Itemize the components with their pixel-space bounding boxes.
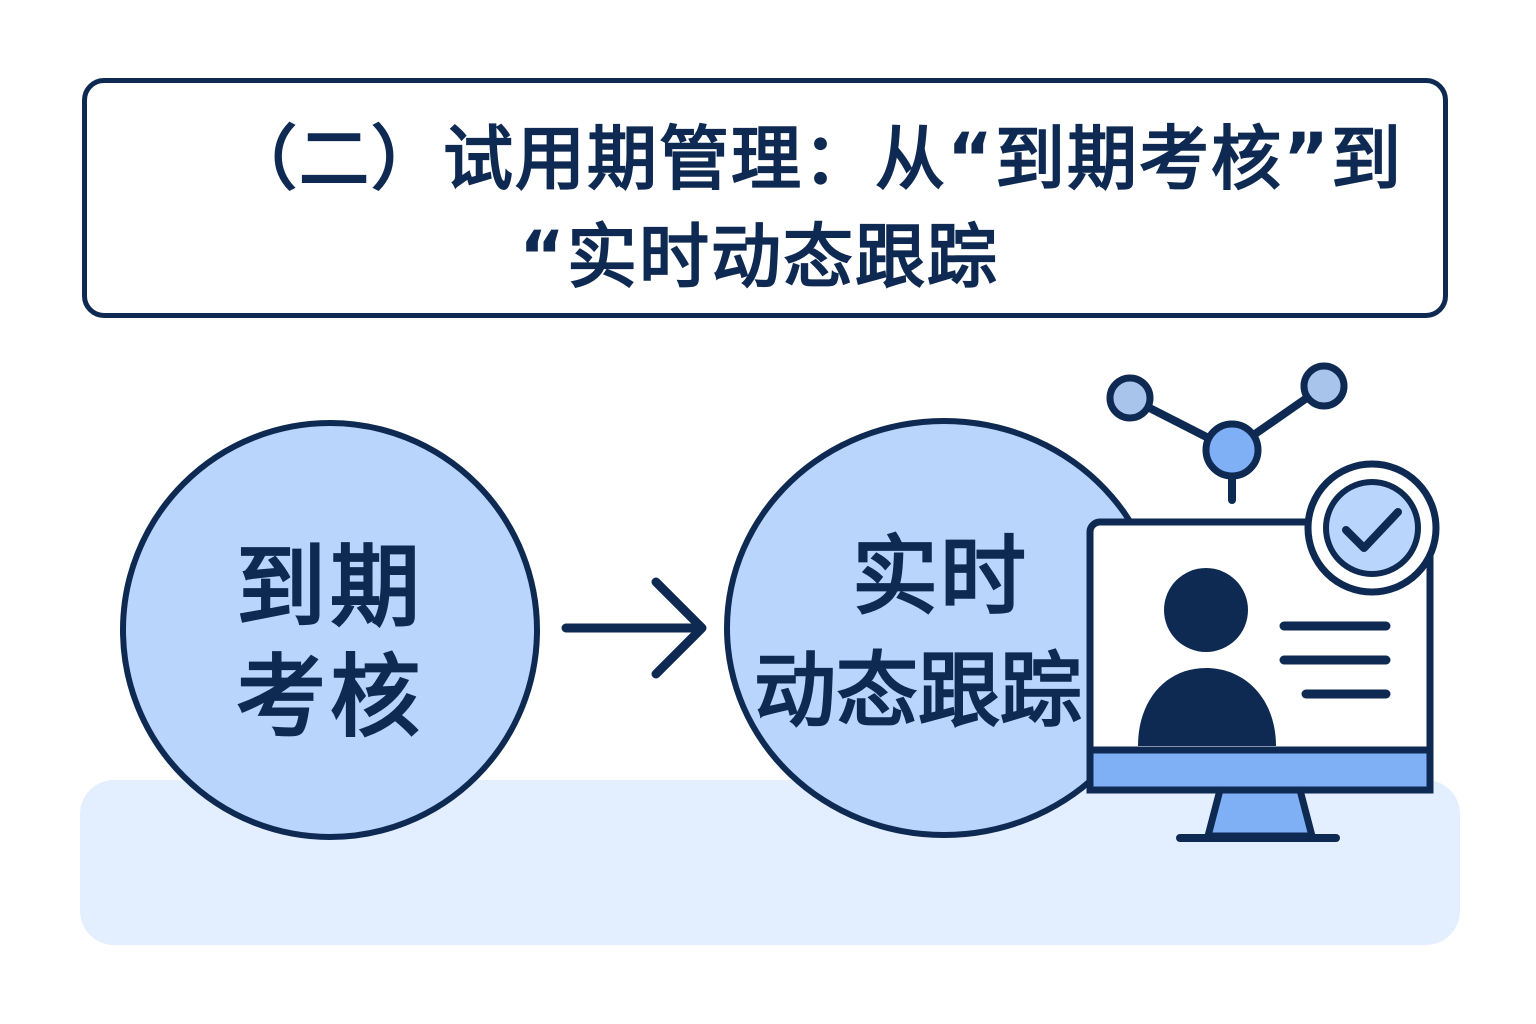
title-box: （二）试用期管理：从“到期考核”到 “实时动态跟踪 — [82, 78, 1448, 318]
expiry-assessment-circle: 到期 考核 — [120, 420, 540, 840]
right-circle-line-2: 动态跟踪 — [754, 644, 1083, 739]
left-circle-line-2: 考核 — [236, 645, 424, 750]
arrow-right-icon — [561, 577, 707, 679]
check-circle-icon — [1304, 460, 1440, 596]
network-nodes-icon — [1106, 362, 1348, 504]
page-title-line-1: （二）试用期管理：从“到期考核”到 — [227, 118, 1404, 200]
person-avatar-icon — [1138, 568, 1276, 746]
page-title-line-2: “实时动态跟踪 — [519, 216, 1000, 298]
right-circle-line-1: 实时 — [852, 527, 1028, 627]
left-circle-line-1: 到期 — [236, 535, 424, 640]
